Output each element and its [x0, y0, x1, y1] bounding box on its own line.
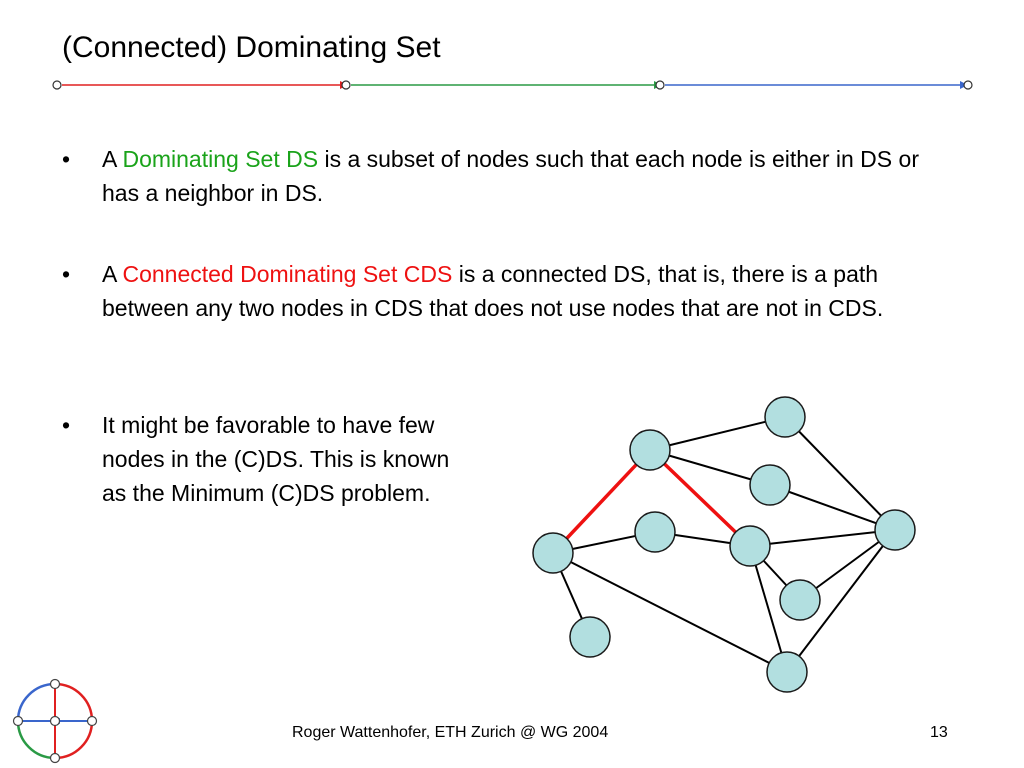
- bullet-body: It might be favorable to have few nodes …: [102, 412, 450, 506]
- bullet-marker: •: [62, 412, 71, 438]
- header-rule: [52, 80, 973, 90]
- rule-node: [655, 80, 665, 90]
- graph-node: [532, 532, 574, 574]
- graph-edge: [784, 416, 896, 531]
- graph-edge: [769, 484, 896, 531]
- graph-nodes: [532, 396, 916, 693]
- rule-node: [52, 80, 62, 90]
- bullet-marker: •: [62, 261, 71, 287]
- graph-edge: [552, 552, 788, 673]
- graph-node: [569, 616, 611, 658]
- graph-node: [729, 525, 771, 567]
- term-connected-dominating-set: Connected Dominating Set CDS: [122, 261, 453, 287]
- bullet-body: is a connected DS, that is, there is a p…: [102, 261, 884, 321]
- rule-node: [341, 80, 351, 90]
- graph-node: [874, 509, 916, 551]
- graph-edge: [749, 545, 788, 673]
- graph-node: [629, 429, 671, 471]
- bullet-prefix: A: [102, 146, 117, 172]
- graph-edge: [649, 449, 771, 486]
- graph-node: [749, 464, 791, 506]
- graph-node: [634, 511, 676, 553]
- graph-edge: [786, 529, 896, 673]
- bullet-marker: •: [62, 146, 71, 172]
- cds-edges: [551, 448, 752, 555]
- network-logo-icon: [12, 678, 98, 764]
- bullet-body: is a subset of nodes such that each node…: [102, 146, 919, 206]
- term-dominating-set: Dominating Set DS: [122, 146, 319, 172]
- graph-node: [764, 396, 806, 438]
- footer-author: Roger Wattenhofer, ETH Zurich @ WG 2004: [292, 724, 609, 741]
- rule-node: [963, 80, 973, 90]
- slide-title: (Connected) Dominating Set: [62, 31, 441, 64]
- page-number: 13: [930, 724, 948, 741]
- graph-node: [779, 579, 821, 621]
- cds-edge: [551, 448, 652, 555]
- graph-edge: [649, 416, 786, 451]
- graph-node: [766, 651, 808, 693]
- graph-edge: [749, 529, 896, 547]
- cds-edge: [648, 448, 752, 548]
- bullet-prefix: A: [102, 261, 117, 287]
